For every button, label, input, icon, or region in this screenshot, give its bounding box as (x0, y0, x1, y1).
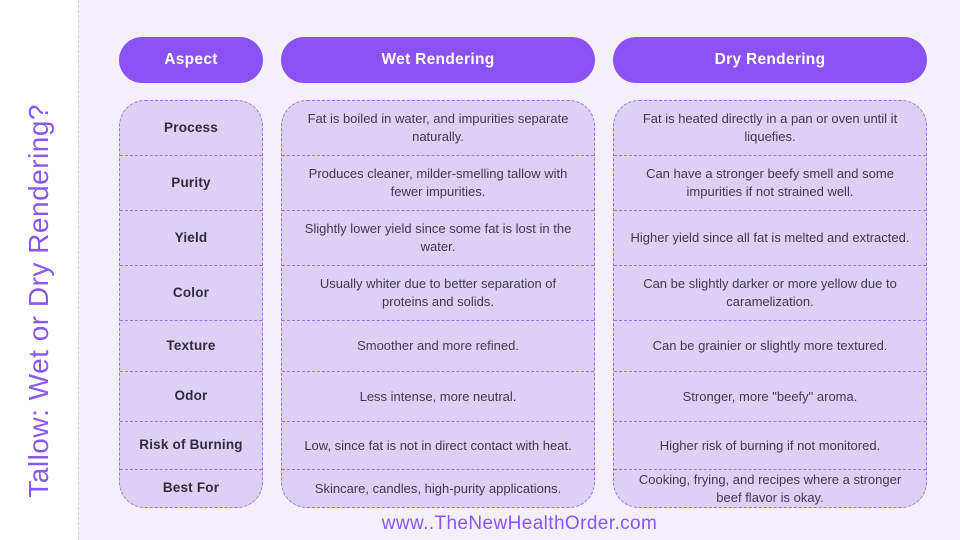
dry-rendering-cell: Can be slightly darker or more yellow du… (614, 265, 926, 320)
wet-rendering-cell: Less intense, more neutral. (282, 371, 594, 421)
wet-rendering-cell: Smoother and more refined. (282, 320, 594, 371)
wet-rendering-cell: Slightly lower yield since some fat is l… (282, 210, 594, 265)
wet-rendering-cell: Low, since fat is not in direct contact … (282, 421, 594, 469)
column-wet-rendering: Wet Rendering Fat is boiled in water, an… (281, 37, 595, 508)
aspect-label: Color (120, 265, 262, 320)
aspect-label: Odor (120, 371, 262, 421)
wet-rendering-cell: Produces cleaner, milder-smelling tallow… (282, 155, 594, 210)
wet-column-body: Fat is boiled in water, and impurities s… (281, 100, 595, 508)
column-header-aspect: Aspect (119, 37, 263, 83)
dry-rendering-cell: Can have a stronger beefy smell and some… (614, 155, 926, 210)
left-title-strip: Tallow: Wet or Dry Rendering? (0, 0, 78, 540)
aspect-label: Yield (120, 210, 262, 265)
website-url: www..TheNewHealthOrder.com (381, 513, 658, 534)
dry-rendering-cell: Can be grainier or slightly more texture… (614, 320, 926, 371)
wet-rendering-cell: Fat is boiled in water, and impurities s… (307, 111, 569, 144)
dry-rendering-cell: Stronger, more "beefy" aroma. (614, 371, 926, 421)
wet-rendering-cell: Usually whiter due to better separation … (282, 265, 594, 320)
column-header-wet-rendering: Wet Rendering (281, 37, 595, 83)
aspect-label: Process (164, 119, 218, 135)
dry-rendering-cell: Fat is heated directly in a pan or oven … (642, 111, 898, 144)
wet-rendering-cell: Skincare, candles, high-purity applicati… (282, 469, 594, 507)
dry-rendering-cell: Cooking, frying, and recipes where a str… (614, 469, 926, 507)
dry-rendering-cell: Higher yield since all fat is melted and… (614, 210, 926, 265)
page-title: Tallow: Wet or Dry Rendering? (23, 104, 54, 498)
column-header-dry-rendering: Dry Rendering (613, 37, 927, 83)
dry-column-body: Fat is heated directly in a pan or oven … (613, 100, 927, 508)
aspect-label: Risk of Burning (120, 421, 262, 469)
dry-rendering-cell: Higher risk of burning if not monitored. (614, 421, 926, 469)
column-dry-rendering: Dry Rendering Fat is heated directly in … (613, 37, 927, 508)
aspect-label: Best For (120, 469, 262, 507)
aspect-label: Texture (120, 320, 262, 371)
aspect-label: Purity (120, 155, 262, 210)
